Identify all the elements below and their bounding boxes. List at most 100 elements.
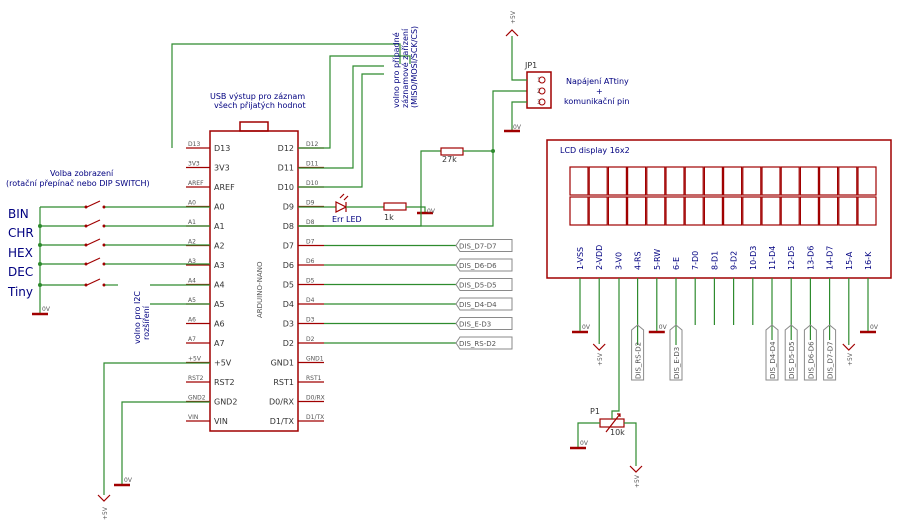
lcd-char-cell <box>857 166 877 196</box>
lcd-char-cell <box>761 166 781 196</box>
lcd-char-cell <box>780 166 800 196</box>
arduino-pin-outer-right: D5 <box>306 278 315 285</box>
mode-dec: DEC <box>8 265 33 279</box>
arduino-pin-outer-left: AREF <box>188 180 204 187</box>
i2c-note-line2: rozšíření <box>141 305 151 340</box>
arduino-pin-outer-left: A3 <box>188 258 196 265</box>
lcd-gnd-label: 0V <box>659 324 668 331</box>
lcd-char-cell <box>684 196 704 226</box>
mode-bin: BIN <box>8 207 29 221</box>
mode-switch <box>86 278 101 286</box>
lcd-bottom-label: DIS_D5-D5 <box>788 341 796 379</box>
lcd-char-cell <box>626 166 647 196</box>
dis-output-label: DIS_D5-D5 <box>459 282 497 290</box>
arduino-pin-outer-left: A1 <box>188 219 196 226</box>
arduino-pin-outer-left: RST2 <box>188 375 204 382</box>
arduino-pin-outer-right: D9 <box>306 200 315 207</box>
arduino-pin-inner-left: GND2 <box>214 398 237 407</box>
arduino-pin-outer-right: D7 <box>306 239 315 246</box>
jp1-label: JP1 <box>524 61 537 70</box>
arduino-left-pins: D13D133V33V3AREFAREFA0A0A1A1A2A2A3A3A4A4… <box>186 141 237 426</box>
lcd-char-cell <box>569 166 589 196</box>
lcd-char-cell <box>569 196 589 226</box>
arduino-name: ARDUINO-NANO <box>256 261 264 318</box>
lcd-pin-label: 1-VSS <box>576 247 585 270</box>
lcd-pin-label: 8-D1 <box>710 251 719 270</box>
arduino-pin-inner-left: D13 <box>214 144 230 153</box>
mode-switch-group <box>40 200 210 287</box>
lcd-bottom-label: DIS_RS-D2 <box>635 342 643 379</box>
arduino-pin-inner-right: D8 <box>283 222 294 231</box>
arduino-pin-inner-right: D3 <box>283 320 294 329</box>
arduino-pin-inner-right: D6 <box>283 261 294 270</box>
spi-note-line2: záznamové zařízení <box>400 28 410 108</box>
mode-chr: CHR <box>8 226 34 240</box>
i2c-note-line1: volno pro I2C <box>133 291 142 344</box>
lcd-char-cell <box>703 196 724 226</box>
usb-note-line1: USB výstup pro záznam <box>210 92 305 101</box>
lcd-char-cell <box>588 166 608 196</box>
arduino-pin-outer-right: GND1 <box>306 356 324 363</box>
lcd-char-cell <box>703 166 724 196</box>
gnd-label-pot: 0V <box>580 440 589 447</box>
dis-output-label: DIS_D6-D6 <box>459 262 497 270</box>
potentiometer-p1 <box>599 418 625 428</box>
lcd-char-cell <box>742 166 762 196</box>
jp1-header <box>526 71 552 109</box>
lcd-pin-label: 4-RS <box>634 251 643 270</box>
arduino-pin-inner-left: A1 <box>214 222 225 231</box>
lcd-char-cell <box>665 166 685 196</box>
arduino-pin-inner-right: D10 <box>278 183 294 192</box>
jp1-note-line3: komunikační pin <box>564 96 629 106</box>
gnd-label-led: 0V <box>427 208 436 215</box>
lcd-pin-label: 2-VDD <box>595 245 604 270</box>
arduino-pin-inner-left: A7 <box>214 339 225 348</box>
lcd-char-cell <box>838 196 858 226</box>
lcd-pin-label: 6-E <box>672 257 681 270</box>
plus5-label-top: +5V <box>510 10 517 24</box>
mode-hex: HEX <box>8 246 33 260</box>
gnd-label-jp1: 0V <box>513 124 522 131</box>
lcd-char-cell <box>799 196 820 226</box>
dis-output-label: DIS_RS-D2 <box>459 340 496 348</box>
arduino-pin-inner-left: VIN <box>214 417 228 426</box>
lcd-plus5-label: +5V <box>597 352 604 366</box>
arduino-pin-inner-right: D4 <box>283 300 294 309</box>
pot-name: P1 <box>590 407 600 416</box>
lcd-char-cell <box>742 196 762 226</box>
dis-output-label: DIS_D4-D4 <box>459 301 497 309</box>
lcd-char-cell <box>607 166 628 196</box>
arduino-pin-inner-left: 3V3 <box>214 164 230 173</box>
arduino-pin-inner-right: D1/TX <box>270 417 295 426</box>
arduino-pin-outer-right: D6 <box>306 258 315 265</box>
arduino-pin-inner-right: D11 <box>278 164 294 173</box>
resistor-1k-label: 1k <box>384 213 394 222</box>
arduino-pin-outer-left: D13 <box>188 141 200 148</box>
arduino-pin-outer-right: D1/TX <box>306 414 324 421</box>
mode-switch <box>86 238 101 246</box>
err-led-label: Err LED <box>332 215 362 224</box>
arduino-pin-inner-right: D12 <box>278 144 294 153</box>
lcd-plus5-label: +5V <box>847 352 854 366</box>
lcd-frame <box>546 139 892 279</box>
arduino-pin-inner-left: AREF <box>214 183 235 192</box>
usb-note-line2: všech přijatých hodnot <box>214 100 306 110</box>
lcd-pin-label: 3-V0 <box>614 252 623 270</box>
arduino-pin-inner-left: A6 <box>214 320 225 329</box>
spi-note-line3: (MISO/MOSI/SCK/CS) <box>410 26 419 108</box>
lcd-char-cell <box>818 196 839 226</box>
lcd-pin-label: 5-RW <box>653 249 662 270</box>
lcd-char-cell <box>626 196 647 226</box>
mode-switch <box>86 257 101 265</box>
arduino-pin-outer-right: D4 <box>306 297 315 304</box>
lcd-char-cell <box>684 166 704 196</box>
jp1-note-line1: Napájení ATtiny <box>566 77 629 86</box>
lcd-char-cell <box>838 166 858 196</box>
arduino-pin-inner-right: D2 <box>283 339 294 348</box>
lcd-gnd-label: 0V <box>582 324 591 331</box>
lcd-bottom-label: DIS_D7-D7 <box>827 341 835 379</box>
arduino-pin-inner-right: D9 <box>283 203 294 212</box>
plus5-label-pot: +5V <box>634 474 641 488</box>
